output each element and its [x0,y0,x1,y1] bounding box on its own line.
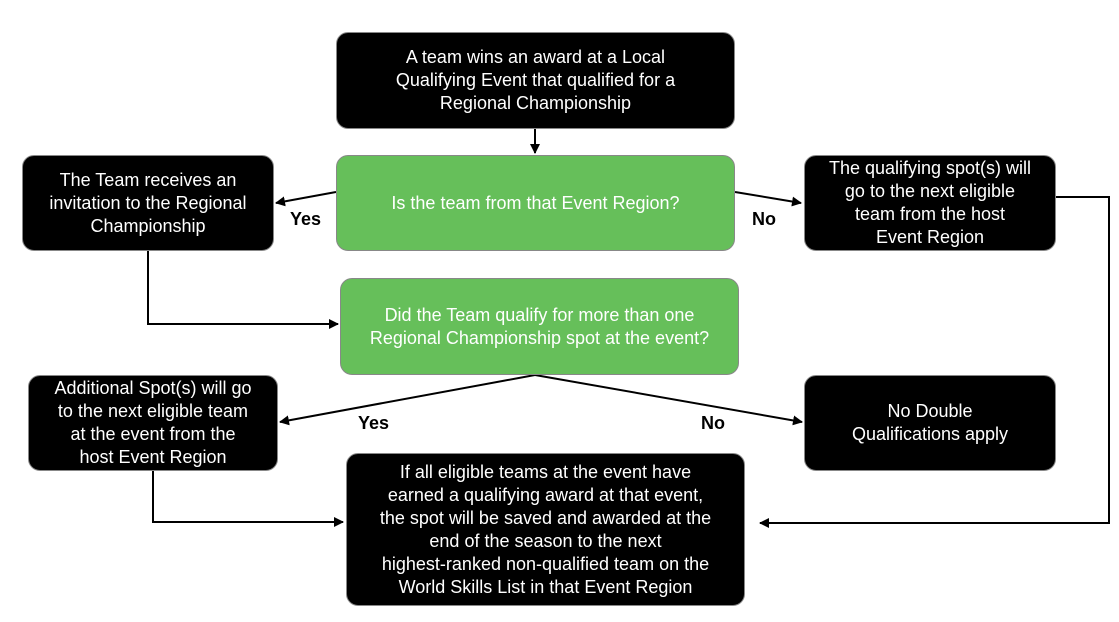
start-node-text: A team wins an award at a Local Qualifyi… [395,47,676,113]
saved-text: If all eligible teams at the event have … [379,461,712,597]
arrow-additional-to-saved [152,471,344,527]
decision-multi-text: Did the Team qualify for more than one R… [369,304,710,348]
no-double-text: No Double Qualifications apply [851,401,1009,444]
start-node: A team wins an award at a Local Qualifyi… [336,32,735,129]
arrow-decision-to-invite [275,191,337,207]
no-double-node: No Double Qualifications apply [804,375,1056,471]
arrow-next-host-to-saved [759,196,1110,528]
arrow-multi-to-no-double [534,374,803,426]
next-host-node: The qualifying spot(s) will go to the ne… [804,155,1056,251]
decision-region-node: Is the team from that Event Region? [336,155,735,251]
decision-multi-node: Did the Team qualify for more than one R… [340,278,739,375]
invite-text: The Team receives an invitation to the R… [49,169,247,236]
additional-node: Additional Spot(s) will go to the next e… [28,375,278,471]
additional-text: Additional Spot(s) will go to the next e… [54,378,252,467]
next-host-text: The qualifying spot(s) will go to the ne… [828,158,1032,247]
region-no-label: No [752,209,776,229]
saved-node: If all eligible teams at the event have … [346,453,745,606]
arrow-multi-to-additional [279,374,536,426]
region-yes-label: Yes [290,209,322,229]
arrow-decision-to-next-host [734,191,802,207]
multi-yes-label: Yes [358,413,390,433]
invite-node: The Team receives an invitation to the R… [22,155,274,251]
decision-region-text: Is the team from that Event Region? [391,192,680,213]
arrow-invite-to-multi [147,251,339,329]
multi-no-label: No [701,413,725,433]
